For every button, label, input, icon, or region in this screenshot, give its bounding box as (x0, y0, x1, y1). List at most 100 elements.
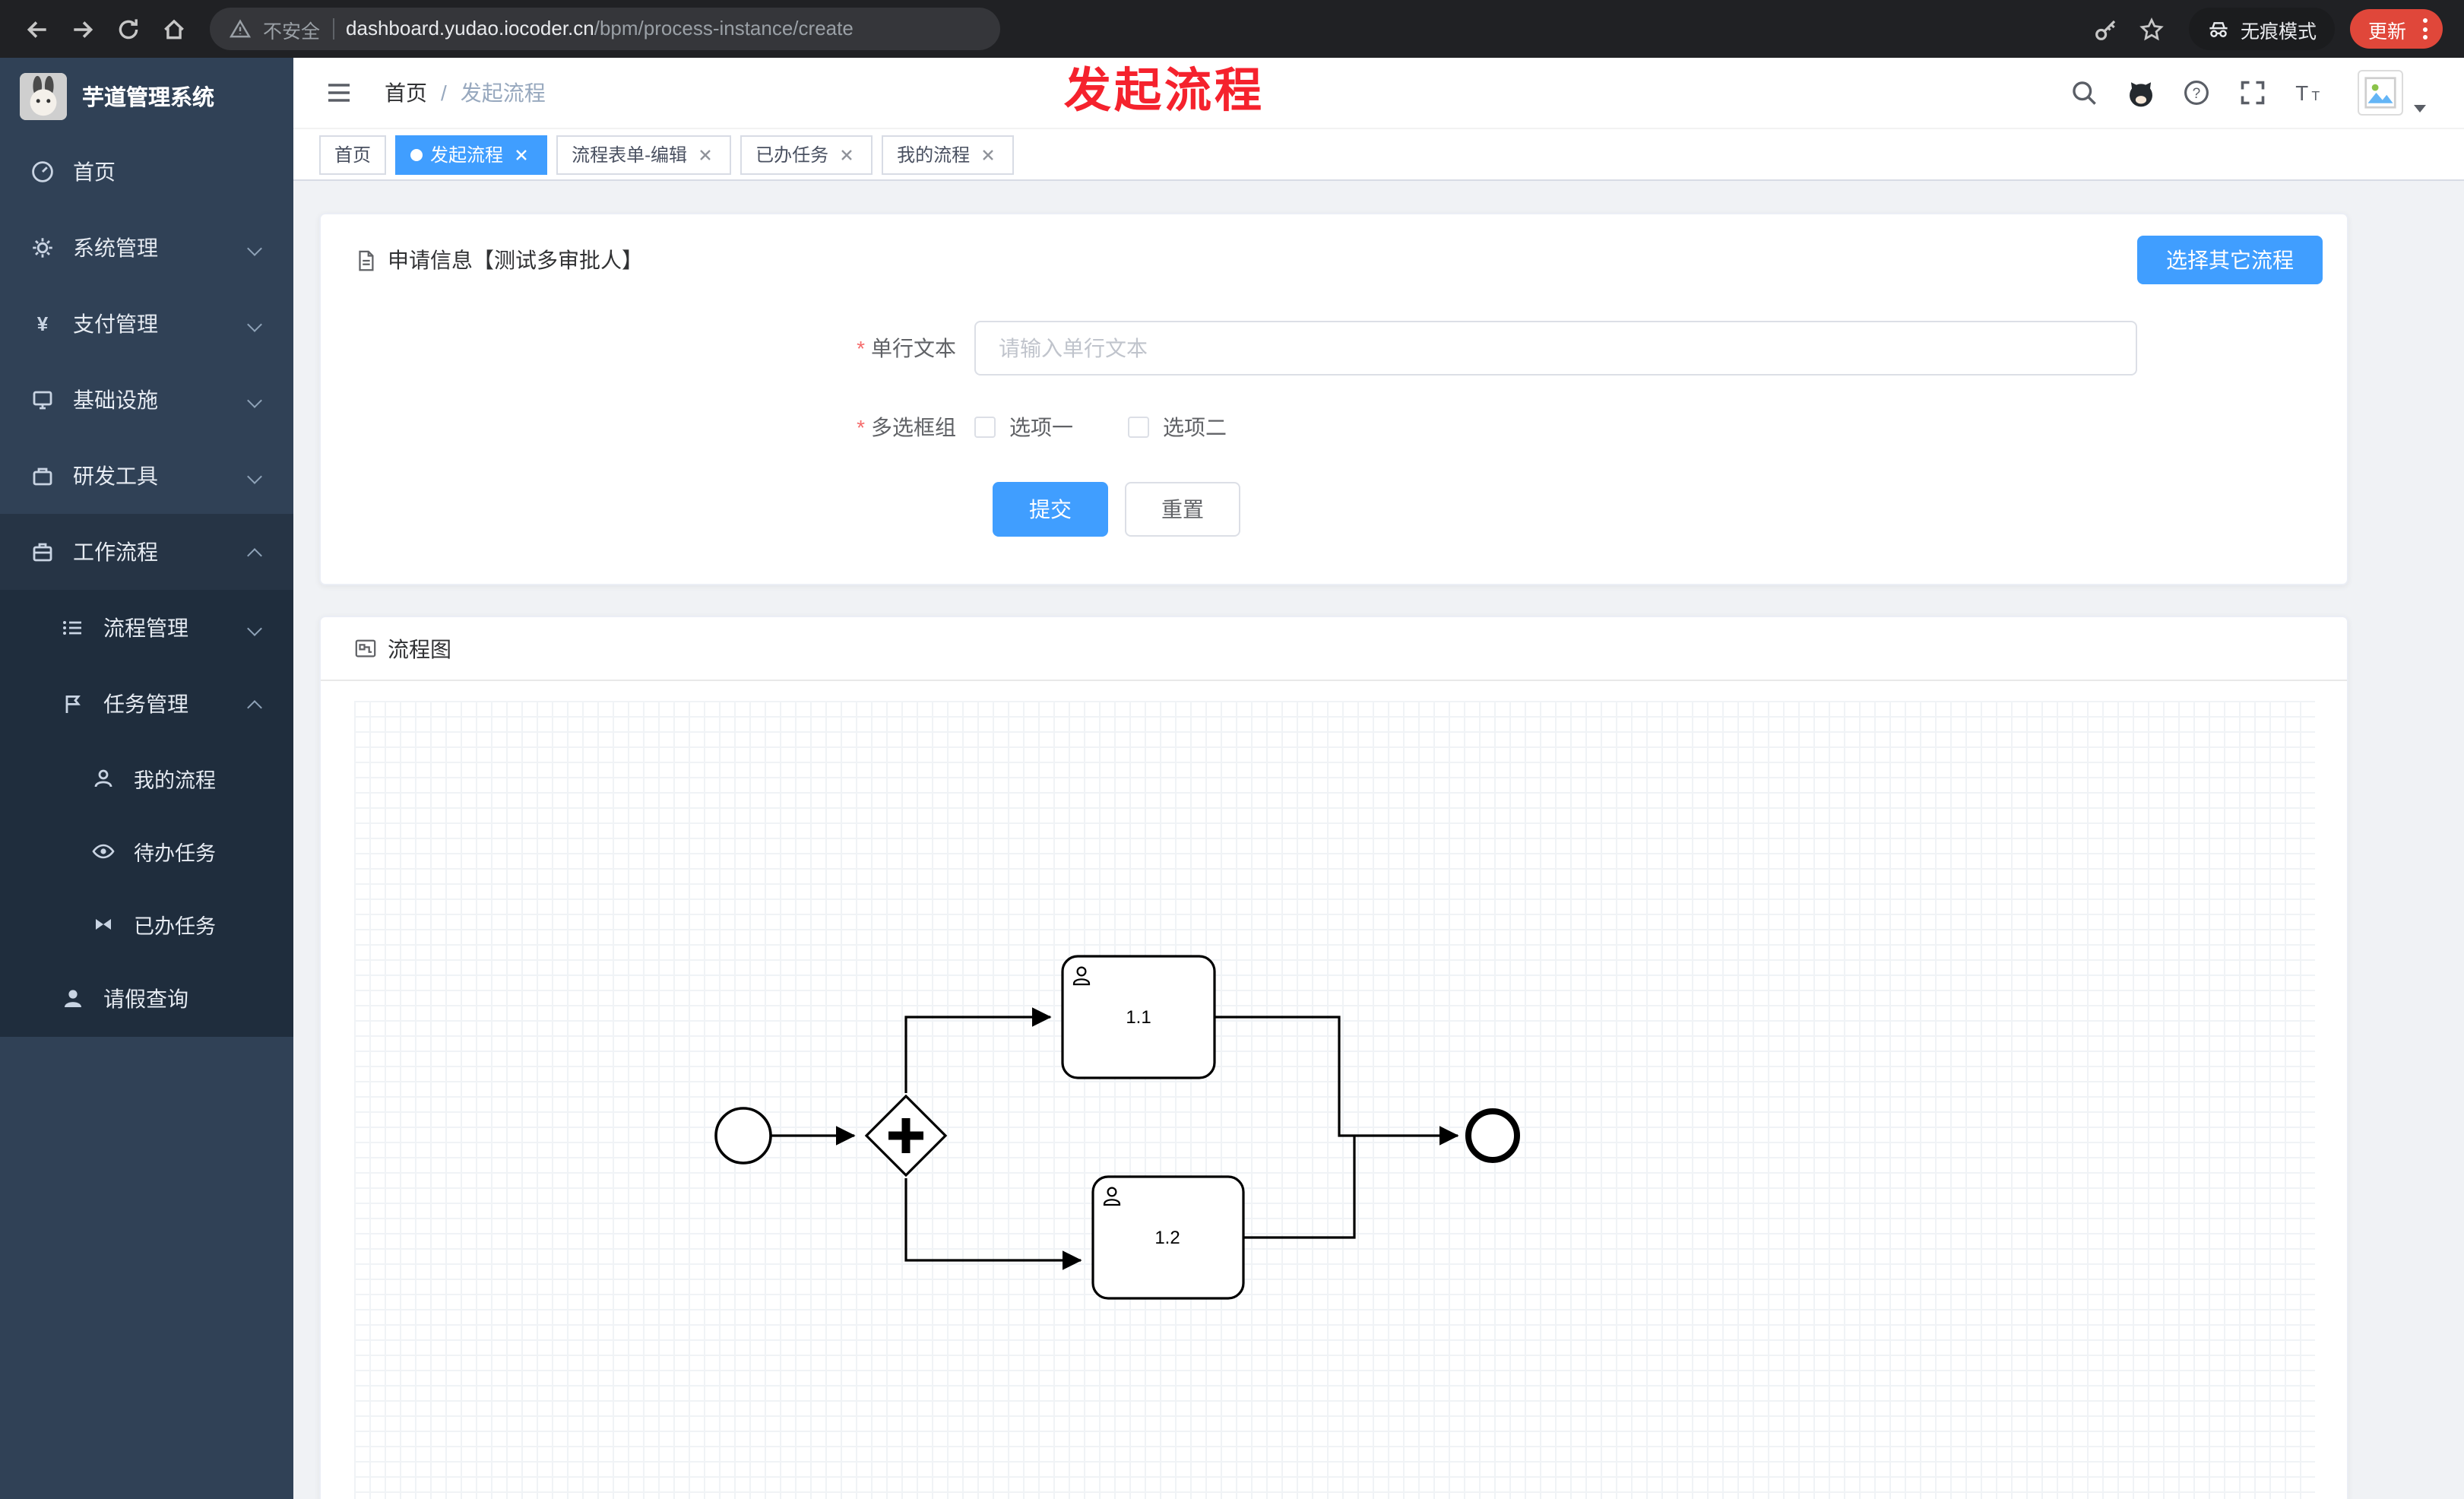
sidebar-item-label: 流程管理 (103, 616, 188, 640)
browser-menu-icon[interactable] (2418, 18, 2432, 40)
back-icon[interactable] (15, 8, 58, 50)
required-asterisk: * (857, 415, 865, 439)
user-avatar[interactable] (2358, 70, 2426, 116)
url-text: dashboard.yudao.iocoder.cn/bpm/process-i… (346, 15, 854, 43)
bpmn-canvas[interactable]: 1.1 1.2 (354, 701, 2315, 1499)
github-icon[interactable] (2124, 76, 2157, 109)
user-task-1[interactable] (1061, 955, 1216, 1079)
checkbox-option-1[interactable]: 选项一 (974, 412, 1073, 442)
reset-button[interactable]: 重置 (1125, 482, 1240, 537)
tab-done-tasks[interactable]: 已办任务 (740, 135, 873, 174)
sidebar: 芋道管理系统 首页 系统管理 ¥ 支付管理 基础设施 研发工具 工作 (0, 58, 293, 1499)
caret-down-icon (2414, 105, 2426, 113)
breadcrumb-home[interactable]: 首页 (385, 81, 427, 105)
sidebar-item-label: 系统管理 (73, 236, 158, 260)
card-title-row: 流程图 (321, 617, 2347, 681)
single-line-text-input[interactable] (974, 321, 2137, 376)
breadcrumb-separator: / (441, 81, 447, 105)
sidebar-item-payment[interactable]: ¥ 支付管理 (0, 286, 293, 362)
chevron-up-icon (247, 547, 262, 563)
key-icon[interactable] (2086, 8, 2128, 50)
yen-icon: ¥ (30, 312, 55, 336)
sidebar-item-leave-query[interactable]: 请假查询 (0, 961, 293, 1037)
document-icon (359, 249, 374, 271)
tab-form-edit[interactable]: 流程表单-编辑 (556, 135, 732, 174)
process-diagram-card: 流程图 (319, 616, 2348, 1499)
infrastructure-icon (30, 388, 55, 412)
tab-label: 已办任务 (755, 144, 829, 166)
checkbox-icon[interactable] (1128, 417, 1149, 438)
chevron-down-icon (247, 620, 262, 635)
sidebar-item-label: 已办任务 (134, 915, 216, 938)
sidebar-item-my-process[interactable]: 我的流程 (0, 742, 293, 815)
app-logo[interactable]: 芋道管理系统 (0, 58, 293, 134)
close-icon[interactable] (836, 144, 857, 165)
sidebar-item-label: 研发工具 (73, 464, 158, 488)
flag-icon (61, 692, 85, 716)
reload-icon[interactable] (106, 8, 149, 50)
checkbox-option-2[interactable]: 选项二 (1128, 412, 1227, 442)
user-task-2[interactable] (1091, 1175, 1245, 1300)
tab-label: 我的流程 (897, 144, 971, 166)
task-label: 1.2 (1154, 1228, 1180, 1248)
svg-text:T: T (2295, 81, 2308, 105)
tab-create-process[interactable]: 发起流程 (395, 135, 548, 174)
sidebar-item-infrastructure[interactable]: 基础设施 (0, 362, 293, 438)
person-icon (61, 987, 85, 1011)
browser-update-button[interactable]: 更新 (2349, 9, 2443, 49)
update-label: 更新 (2367, 21, 2406, 42)
page-content: 申请信息【测试多审批人】 选择其它流程 *单行文本 *多选框组 选项一 选项二 (293, 181, 2464, 1499)
close-icon[interactable] (511, 144, 532, 165)
sidebar-item-label: 我的流程 (134, 769, 216, 792)
search-icon[interactable] (2067, 76, 2101, 109)
chevron-down-icon (247, 240, 262, 255)
sidebar-item-task-mgmt[interactable]: 任务管理 (0, 666, 293, 742)
sidebar-item-home[interactable]: 首页 (0, 134, 293, 210)
sidebar-item-done-tasks[interactable]: 已办任务 (0, 888, 293, 961)
chevron-up-icon (247, 699, 262, 715)
security-warning-icon (230, 19, 251, 38)
breadcrumb: 首页 / 发起流程 (385, 78, 546, 108)
forward-icon[interactable] (61, 8, 103, 50)
bowtie-icon (91, 912, 116, 936)
sidebar-item-workflow[interactable]: 工作流程 (0, 514, 293, 590)
select-other-process-button[interactable]: 选择其它流程 (2137, 236, 2323, 284)
sidebar-toggle-icon[interactable] (315, 68, 363, 117)
close-icon[interactable] (977, 144, 999, 165)
submit-button[interactable]: 提交 (993, 482, 1108, 537)
form-actions: 提交 重置 (993, 482, 2347, 537)
security-label: 不安全 (263, 21, 321, 42)
sequence-flow (1215, 1016, 1354, 1137)
help-icon[interactable]: ? (2180, 76, 2213, 109)
checkbox-icon[interactable] (974, 417, 996, 438)
process-list-icon (61, 616, 85, 640)
sidebar-item-label: 工作流程 (73, 540, 158, 564)
card-title-row: 申请信息【测试多审批人】 (321, 214, 2347, 275)
apply-info-card: 申请信息【测试多审批人】 选择其它流程 *单行文本 *多选框组 选项一 选项二 (319, 213, 2348, 585)
sequence-flow (904, 1178, 1082, 1270)
fullscreen-icon[interactable] (2236, 76, 2269, 109)
close-icon[interactable] (695, 144, 716, 165)
svg-text:T: T (2311, 88, 2320, 103)
bookmark-star-icon[interactable] (2131, 8, 2174, 50)
sidebar-item-label: 支付管理 (73, 312, 158, 336)
toolbox-icon (30, 464, 55, 488)
sidebar-item-todo-tasks[interactable]: 待办任务 (0, 815, 293, 888)
end-event[interactable] (1465, 1108, 1520, 1163)
tabs-bar: 首页 发起流程 流程表单-编辑 已办任务 我的流程 (293, 129, 2464, 181)
sidebar-item-process-mgmt[interactable]: 流程管理 (0, 590, 293, 666)
start-event[interactable] (714, 1107, 772, 1165)
tab-home[interactable]: 首页 (319, 135, 387, 174)
home-icon[interactable] (152, 8, 195, 50)
address-divider (332, 18, 334, 40)
sidebar-item-devtools[interactable]: 研发工具 (0, 438, 293, 514)
sidebar-item-system[interactable]: 系统管理 (0, 210, 293, 286)
svg-text:?: ? (2193, 86, 2201, 102)
tab-my-process[interactable]: 我的流程 (882, 135, 1015, 174)
flow-chart-icon (355, 639, 376, 658)
dashboard-icon (30, 160, 55, 184)
address-bar[interactable]: 不安全 dashboard.yudao.iocoder.cn/bpm/proce… (210, 8, 1000, 50)
